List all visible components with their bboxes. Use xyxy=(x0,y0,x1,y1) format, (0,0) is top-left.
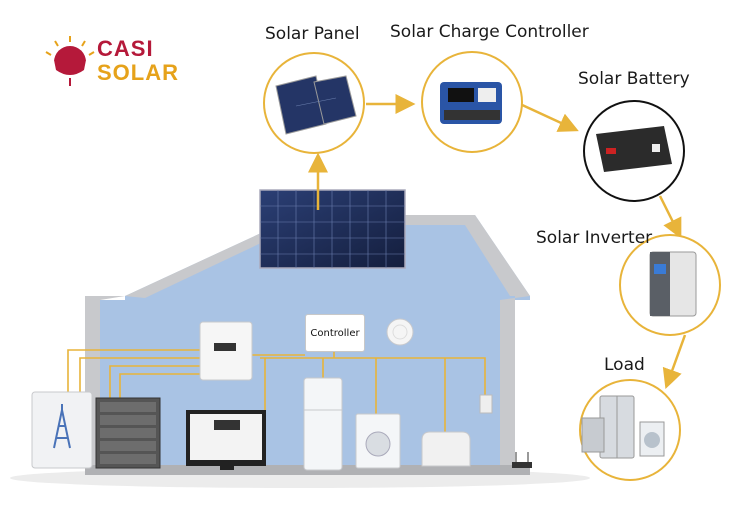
inverter-label: Solar Inverter xyxy=(536,228,653,248)
refrigerator xyxy=(303,377,343,471)
battery-label: Solar Battery xyxy=(578,69,690,89)
solar-panel-node xyxy=(263,52,365,154)
battery-stack xyxy=(95,397,161,469)
wall-lamp xyxy=(479,394,493,414)
router-icon xyxy=(512,452,532,468)
brand-logo: CASI SOLAR xyxy=(50,34,180,94)
house-inverter xyxy=(199,321,253,381)
logo-sun-icon xyxy=(45,36,95,86)
inverter-node xyxy=(619,234,721,336)
house-controller: Controller xyxy=(305,314,365,352)
washing-machine xyxy=(355,413,401,469)
battery-node xyxy=(583,100,685,202)
load-label: Load xyxy=(604,355,645,375)
television xyxy=(186,410,266,470)
load-node xyxy=(579,379,681,481)
smart-meter xyxy=(386,318,414,346)
brand-line1: CASI xyxy=(97,36,154,61)
charge-controller-node xyxy=(421,51,523,153)
brand-line2: SOLAR xyxy=(97,60,179,85)
solar-panel-label: Solar Panel xyxy=(265,24,360,44)
charge-controller-label: Solar Charge Controller xyxy=(390,22,589,42)
house-controller-label: Controller xyxy=(310,327,360,339)
flow-arrows xyxy=(308,94,687,390)
roof-solar-panel xyxy=(259,189,406,269)
house-wiring xyxy=(67,349,486,432)
grid-meter-box xyxy=(31,391,93,469)
armchair xyxy=(421,431,471,467)
